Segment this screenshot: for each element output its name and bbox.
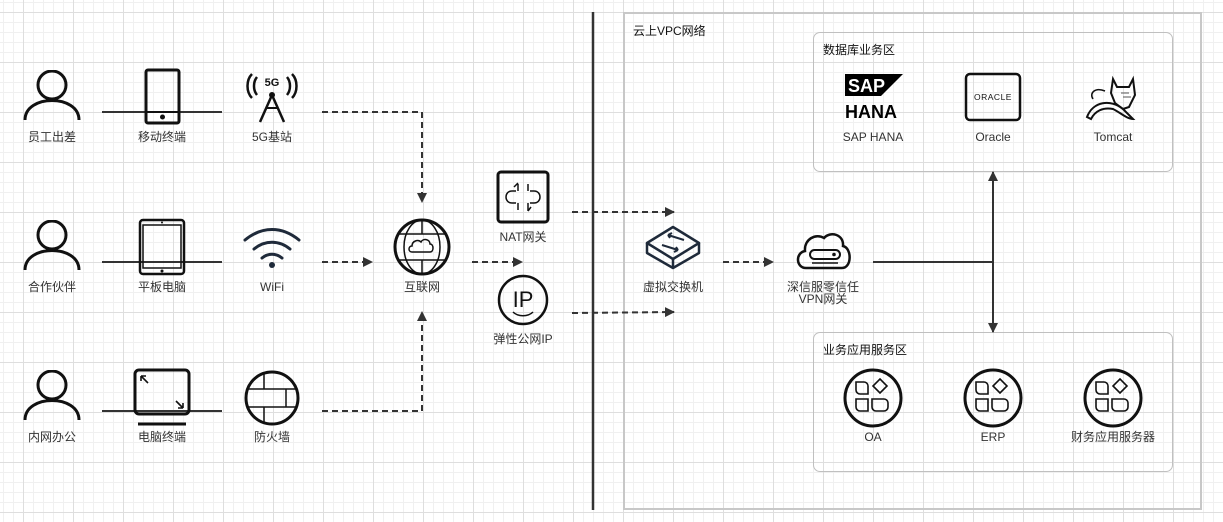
virtual-switch-label: 虚拟交换机 [642, 280, 704, 294]
internet-globe-icon[interactable] [393, 218, 451, 276]
nat-gateway-label: NAT网关 [499, 230, 547, 244]
db-label-tomcat: Tomcat [1093, 130, 1133, 144]
laptop-icon[interactable] [132, 368, 192, 428]
device-label-mobile: 移动终端 [137, 130, 187, 144]
user-label-partner: 合作伙伴 [27, 280, 77, 294]
vpn-gateway-icon[interactable] [794, 228, 854, 272]
device-label-computer: 电脑终端 [137, 430, 187, 444]
access-label-firewall: 防火墙 [253, 430, 291, 444]
nat-gateway-icon[interactable] [496, 170, 550, 224]
application-icon[interactable] [962, 367, 1024, 429]
tablet-icon[interactable] [138, 218, 186, 276]
access-label-5g: 5G基站 [251, 130, 293, 144]
5g-tower-icon[interactable]: 5G [244, 70, 300, 124]
tomcat-logo[interactable] [1083, 75, 1143, 121]
oracle-logo-text: ORACLE [974, 92, 1012, 102]
virtual-switch-icon[interactable] [644, 224, 702, 270]
app-label-finance-server: 财务应用服务器 [1070, 430, 1156, 444]
hana-logo-text: HANA [845, 102, 897, 122]
vpn-gateway-label-line2: VPN网关 [798, 292, 848, 306]
wifi-icon[interactable] [242, 228, 302, 270]
user-icon[interactable] [22, 370, 82, 422]
vpn-gateway-label-line1: 深信服零信任 [786, 280, 860, 294]
user-icon[interactable] [22, 70, 82, 122]
db-label-sap-hana: SAP HANA [842, 130, 904, 144]
edge-firewall-to-internet[interactable] [322, 311, 427, 412]
application-icon[interactable] [1082, 367, 1144, 429]
user-icon[interactable] [22, 220, 82, 272]
vpc-network-title: 云上VPC网络 [633, 24, 706, 38]
db-label-oracle: Oracle [975, 130, 1011, 144]
application-icon[interactable] [842, 367, 904, 429]
firewall-icon[interactable] [244, 370, 300, 426]
user-label-business-travel: 员工出差 [27, 130, 77, 144]
sap-logo-text: SAP [848, 76, 885, 96]
elastic-ip-label: 弹性公网IP [493, 332, 553, 346]
sap-hana-logo[interactable]: SAP HANA [843, 74, 905, 122]
5g-badge-text: 5G [265, 77, 280, 89]
access-label-wifi: WiFi [260, 280, 284, 294]
mobile-phone-icon[interactable] [143, 68, 183, 126]
edge-5g-to-internet[interactable] [322, 111, 427, 203]
application-zone-title: 业务应用服务区 [823, 343, 908, 357]
device-label-tablet: 平板电脑 [137, 280, 187, 294]
user-label-intranet-office: 内网办公 [27, 430, 77, 444]
internet-label: 互联网 [403, 280, 441, 294]
eip-glyph: IP [513, 287, 534, 312]
elastic-ip-icon[interactable]: IP [496, 273, 550, 327]
oracle-logo[interactable]: ORACLE [964, 72, 1022, 122]
vpc-network-container[interactable] [623, 12, 1202, 510]
edge-eip-to-vswitch[interactable] [571, 307, 675, 318]
app-label-oa: OA [864, 430, 882, 444]
app-label-erp: ERP [980, 430, 1006, 444]
database-zone-title: 数据库业务区 [823, 43, 896, 57]
